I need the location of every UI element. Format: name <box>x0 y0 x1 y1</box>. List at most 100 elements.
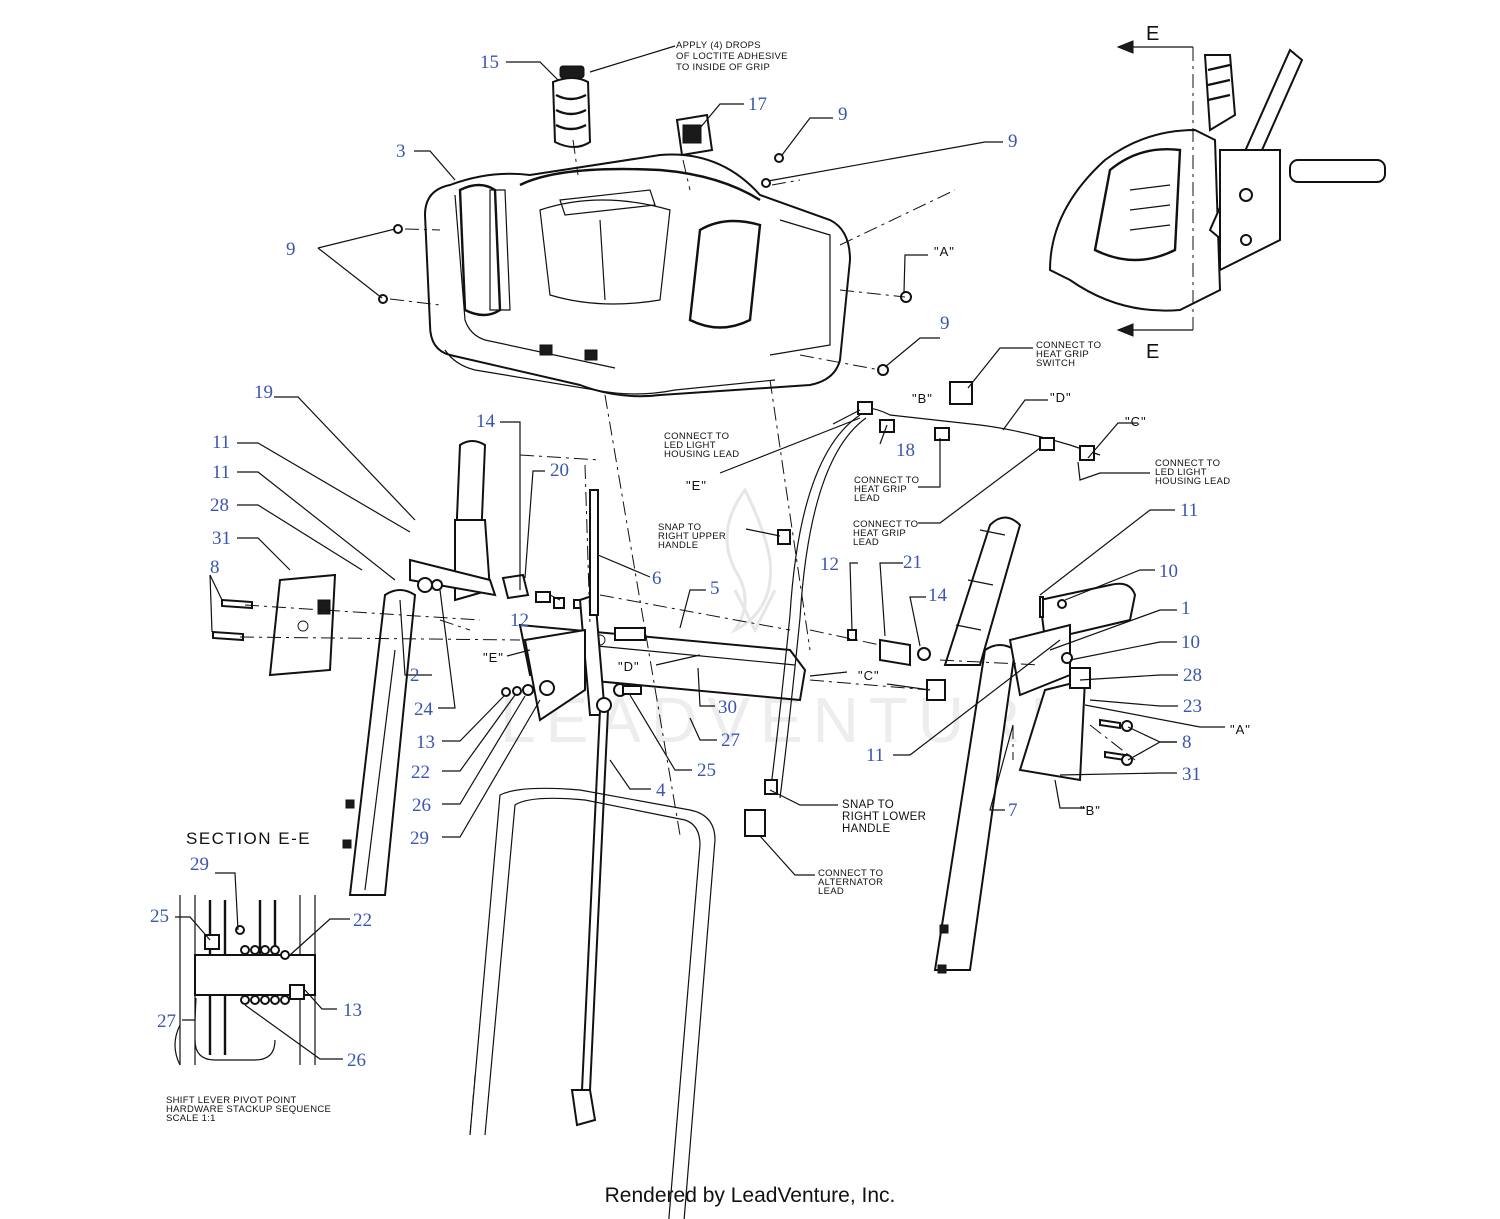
callout-30: 30 <box>718 697 737 718</box>
svg-text:LED LIGHT: LED LIGHT <box>664 440 716 451</box>
callout-17: 17 <box>748 94 767 115</box>
callout-24: 24 <box>414 699 434 720</box>
ref-mark-e-mid: "E" <box>483 650 504 665</box>
ref-mark-c-top: "C" <box>1125 414 1147 429</box>
section-title: SECTION E-E <box>186 829 311 848</box>
pivot-hardware <box>501 683 642 697</box>
callout-12-right: 12 <box>820 554 839 575</box>
lower-handle-frame <box>469 787 716 1219</box>
section-letter-bottom: E <box>1146 341 1159 363</box>
callout-9-a: 9 <box>838 104 848 125</box>
callout-6: 6 <box>652 568 662 589</box>
callout-9-b: 9 <box>1008 131 1018 152</box>
svg-text:RIGHT LOWER: RIGHT LOWER <box>842 811 926 823</box>
ref-mark-d-mid: "D" <box>618 659 640 674</box>
ref-mark-e-top: "E" <box>686 478 707 493</box>
svg-text:SNAP TO: SNAP TO <box>658 522 701 533</box>
callout-1: 1 <box>1181 598 1191 619</box>
ref-mark-c-mid: "C" <box>858 668 880 683</box>
note-stackup-sequence: SHIFT LEVER PIVOT POINT HARDWARE STACKUP… <box>166 1095 331 1124</box>
callout-20: 20 <box>550 460 569 481</box>
assembly-notes: APPLY (4) DROPS OF LOCTITE ADHESIVE TO I… <box>166 40 1230 1124</box>
svg-text:CONNECT TO: CONNECT TO <box>854 475 919 486</box>
note-alternator-lead: CONNECT TO ALTERNATOR LEAD <box>818 868 883 897</box>
callout-11-d: 11 <box>866 745 884 766</box>
left-upper-handle <box>342 440 497 896</box>
callout-22: 22 <box>411 762 430 783</box>
svg-text:SHIFT LEVER PIVOT POINT: SHIFT LEVER PIVOT POINT <box>166 1095 297 1106</box>
callout-29: 29 <box>410 828 429 849</box>
note-snap-right-upper-handle: SNAP TO RIGHT UPPER HANDLE <box>658 522 726 551</box>
note-snap-right-lower-handle: SNAP TO RIGHT LOWER HANDLE <box>842 799 926 835</box>
callout-7: 7 <box>1008 800 1018 821</box>
bolt-part-8-left <box>212 598 253 642</box>
callout-25-section: 25 <box>150 906 169 927</box>
dash-panel-part-5 <box>518 593 807 722</box>
note-led-light-housing-left: CONNECT TO LED LIGHT HOUSING LEAD <box>664 431 739 460</box>
screw-part-9 <box>378 153 912 376</box>
callout-9-d: 9 <box>940 313 950 334</box>
callout-2: 2 <box>410 665 420 686</box>
callout-27-section: 27 <box>157 1011 176 1032</box>
section-letter-top: E <box>1146 23 1159 45</box>
callout-3: 3 <box>396 141 406 162</box>
section-cut-line: E E <box>1116 23 1194 363</box>
right-upper-handle <box>926 516 1137 974</box>
svg-text:CONNECT TO: CONNECT TO <box>818 868 883 879</box>
ref-mark-a-right: "A" <box>1230 722 1251 737</box>
note-heat-grip-lead-2: CONNECT TO HEAT GRIP LEAD <box>853 519 918 548</box>
svg-text:APPLY (4) DROPS: APPLY (4) DROPS <box>676 40 761 51</box>
section-detail <box>174 895 316 1066</box>
svg-text:LEAD: LEAD <box>854 493 880 504</box>
assembly-center-lines <box>239 139 1136 836</box>
reference-marks: "A" "A" "B" "B" "C" "C" "D" "D" "E" "E" <box>483 244 1251 818</box>
note-adhesive: APPLY (4) DROPS OF LOCTITE ADHESIVE TO I… <box>676 40 788 73</box>
grip-part-15 <box>551 65 592 148</box>
callout-25: 25 <box>697 760 716 781</box>
connector-part-20 <box>501 573 585 609</box>
note-led-light-housing-right: CONNECT TO LED LIGHT HOUSING LEAD <box>1155 458 1230 487</box>
note-heat-grip-switch: CONNECT TO HEAT GRIP SWITCH <box>1036 340 1101 369</box>
callout-28-right: 28 <box>1183 665 1202 686</box>
ref-mark-d-top: "D" <box>1050 390 1072 405</box>
footer-credit: Rendered by LeadVenture, Inc. <box>604 1184 896 1207</box>
wire-harness-part-18 <box>744 381 1101 837</box>
svg-text:CONNECT TO: CONNECT TO <box>1155 458 1220 469</box>
ref-mark-b-right: "B" <box>1080 803 1101 818</box>
callout-8-left: 8 <box>210 557 220 578</box>
callout-8-right: 8 <box>1182 732 1192 753</box>
callout-15: 15 <box>480 52 499 73</box>
ref-mark-a-top: "A" <box>934 244 955 259</box>
leader-lines <box>175 45 1225 1060</box>
svg-text:CONNECT TO: CONNECT TO <box>853 519 918 530</box>
svg-text:HANDLE: HANDLE <box>658 540 698 551</box>
svg-text:HARDWARE STACKUP SEQUENCE: HARDWARE STACKUP SEQUENCE <box>166 1104 331 1115</box>
svg-text:SCALE 1:1: SCALE 1:1 <box>166 1113 216 1124</box>
svg-text:HANDLE: HANDLE <box>842 823 890 835</box>
svg-text:HOUSING LEAD: HOUSING LEAD <box>664 449 739 460</box>
callout-19: 19 <box>254 382 273 403</box>
callout-23: 23 <box>1183 696 1202 717</box>
callout-22-section: 22 <box>353 910 372 931</box>
callout-26-section: 26 <box>347 1050 366 1071</box>
svg-text:RIGHT UPPER: RIGHT UPPER <box>658 531 726 542</box>
callout-31-right: 31 <box>1182 764 1201 785</box>
heat-grip-switch-part-17 <box>675 113 714 157</box>
svg-text:LEAD: LEAD <box>818 886 844 897</box>
callout-11-a: 11 <box>212 432 230 453</box>
callout-11-c: 11 <box>1180 500 1198 521</box>
svg-text:OF LOCTITE ADHESIVE: OF LOCTITE ADHESIVE <box>676 51 788 62</box>
section-view-assembly <box>1048 48 1386 312</box>
svg-text:TO INSIDE OF GRIP: TO INSIDE OF GRIP <box>676 62 770 73</box>
callout-labels: 15 17 3 9 9 9 9 19 11 11 28 31 8 14 20 1… <box>150 52 1202 1071</box>
callout-10-a: 10 <box>1159 561 1178 582</box>
svg-text:HOUSING LEAD: HOUSING LEAD <box>1155 476 1230 487</box>
callout-27: 27 <box>721 730 740 751</box>
svg-text:HEAT GRIP: HEAT GRIP <box>1036 349 1089 360</box>
console-housing <box>423 153 852 398</box>
svg-text:LEAD: LEAD <box>853 537 879 548</box>
svg-text:ALTERNATOR: ALTERNATOR <box>818 877 883 888</box>
note-heat-grip-lead-1: CONNECT TO HEAT GRIP LEAD <box>854 475 919 504</box>
callout-29-section: 29 <box>190 854 209 875</box>
